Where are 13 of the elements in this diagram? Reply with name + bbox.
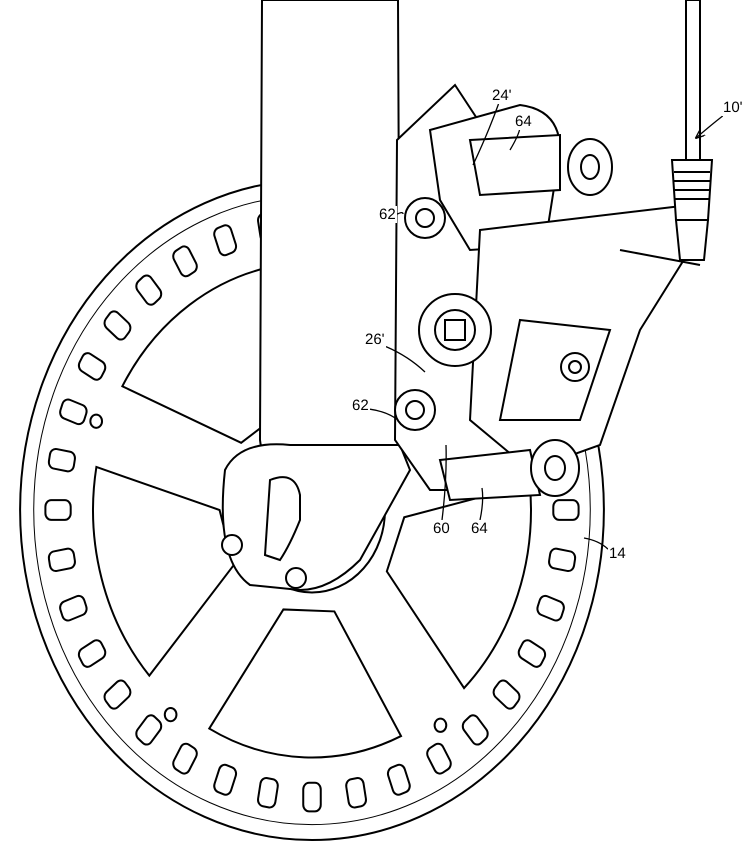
callout-number: 64 <box>514 113 533 130</box>
leader-line <box>396 212 404 215</box>
leader-line <box>472 104 500 166</box>
leader-line <box>441 444 447 520</box>
leader-line <box>479 488 484 520</box>
leader-line <box>584 537 608 550</box>
callout-number: 62 <box>378 206 397 223</box>
callout-number: 10' <box>722 99 744 116</box>
leader-arrow <box>694 115 724 140</box>
leader-line <box>370 408 398 421</box>
callout-number: 24' <box>491 87 513 104</box>
leader-line <box>386 346 426 372</box>
leader-line <box>509 130 520 150</box>
